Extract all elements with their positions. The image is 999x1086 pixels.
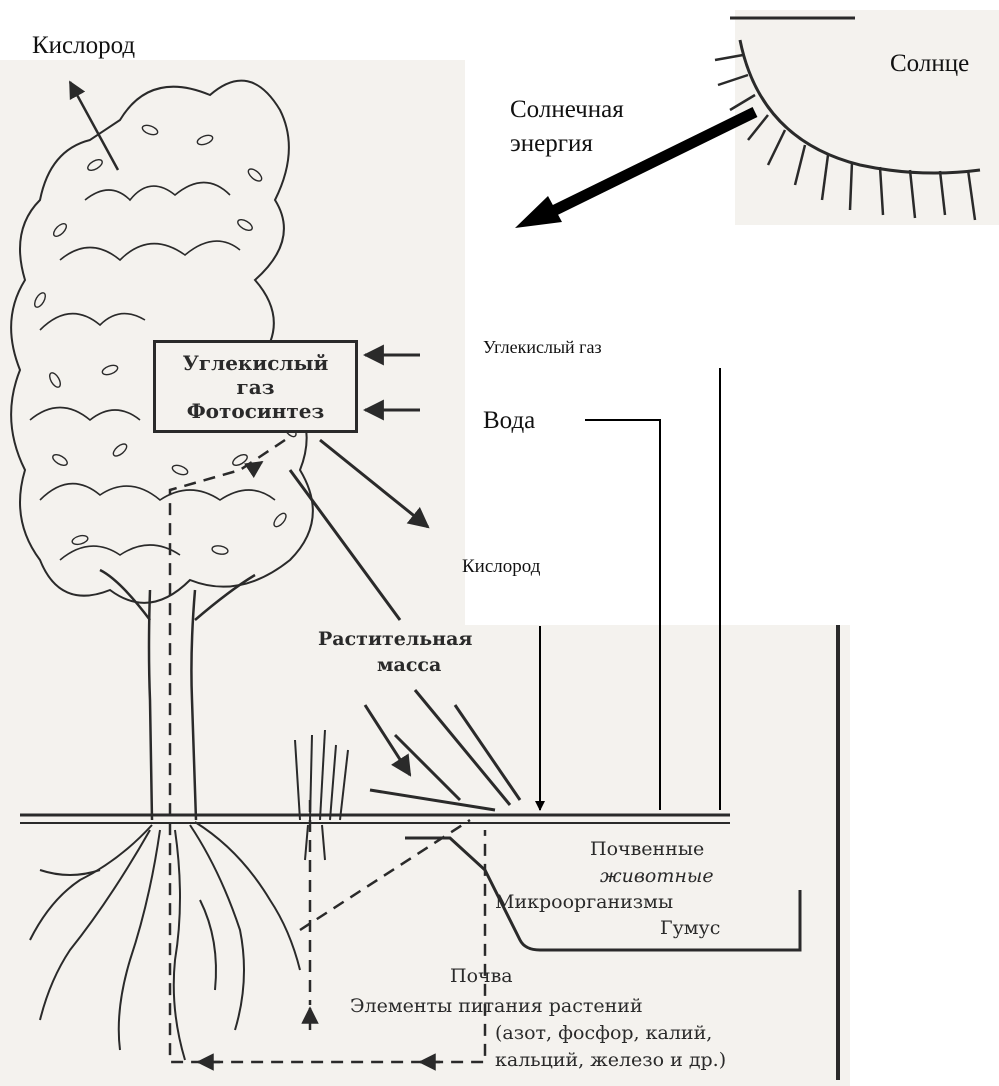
oxygen-mid-label: Кислород bbox=[462, 556, 540, 578]
oxygen-mid-arrow bbox=[320, 440, 428, 527]
nutrient-cycle-dashed bbox=[170, 440, 485, 1062]
sun-icon bbox=[715, 18, 980, 220]
tree-roots bbox=[30, 822, 300, 1060]
photosynthesis-box: Углекислый газ Фотосинтез bbox=[153, 340, 358, 433]
co2-label: Углекислый газ bbox=[483, 337, 602, 358]
ground-line bbox=[20, 815, 730, 823]
photo-box-line1: Углекислый bbox=[183, 351, 329, 375]
plant-mass-label-line2: масса bbox=[377, 654, 441, 676]
nutrients-label-line1: Элементы питания растений bbox=[350, 995, 643, 1017]
grass-tuft bbox=[295, 730, 348, 860]
solar-energy-label-line1: Солнечная bbox=[510, 96, 624, 124]
water-label: Вода bbox=[483, 407, 535, 435]
photo-box-line2: газ bbox=[237, 375, 275, 399]
tree-trunk bbox=[100, 570, 255, 820]
sun-label: Солнце bbox=[890, 50, 969, 78]
soil-animals-label-line2: животные bbox=[600, 865, 714, 887]
photo-box-line3: Фотосинтез bbox=[187, 399, 325, 423]
water-co2-lines bbox=[540, 368, 720, 810]
nutrients-label-line3: кальций, железо и др.) bbox=[495, 1049, 726, 1071]
oxygen-top-label: Кислород bbox=[32, 32, 135, 60]
microorganisms-label: Микроорганизмы bbox=[495, 891, 673, 913]
nutrients-label-line2: (азот, фосфор, калий, bbox=[495, 1022, 712, 1044]
plant-mass-label-line1: Растительная bbox=[318, 628, 472, 650]
solar-energy-label-line2: энергия bbox=[510, 130, 593, 158]
soil-label: Почва bbox=[450, 965, 513, 987]
humus-label: Гумус bbox=[660, 917, 720, 939]
soil-animals-label-line1: Почвенные bbox=[590, 838, 704, 860]
